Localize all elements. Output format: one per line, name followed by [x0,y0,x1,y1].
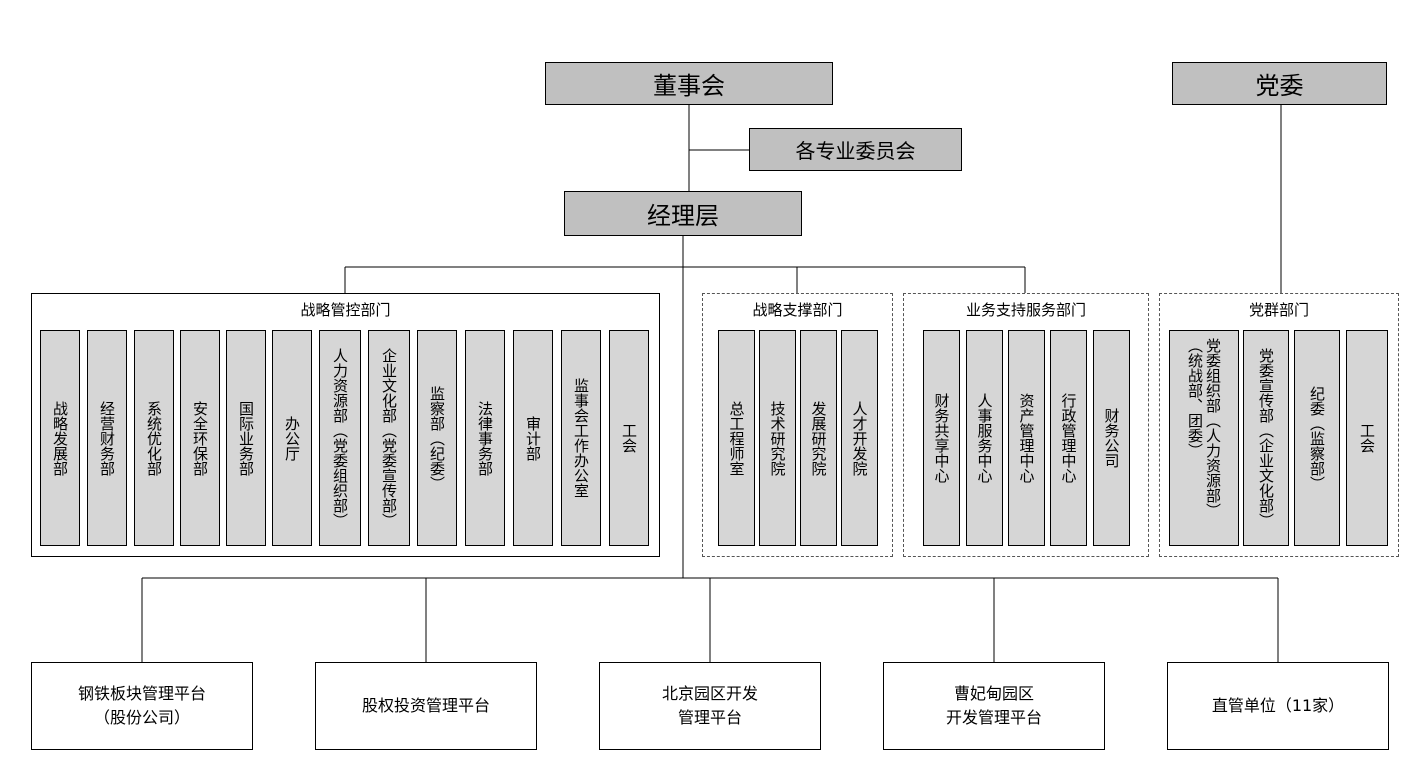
board-box: 董事会 [545,62,833,105]
dept-label: 审计部 [524,415,542,461]
dept-label: 监察部（纪委） [428,385,446,491]
group-label: 战略管控部门 [300,301,391,319]
dept-box: 财务公司 [1093,330,1130,546]
dept-box: 党委宣传部（企业文化部） [1243,330,1289,546]
management-label: 经理层 [647,202,719,230]
platform-box: 北京园区开发 管理平台 [599,662,821,750]
group-strategic-control: 战略管控部门 战略发展部 经营财务部 系统优化部 安全环保部 国际业务部 办公厅… [31,293,660,557]
dept-box: 财务共享中心 [923,330,960,546]
group-label: 战略支撑部门 [752,301,843,319]
platform-label: 直管单位（11家） [1211,696,1345,715]
dept-box: 法律事务部 [465,330,505,546]
dept-box: 资产管理中心 [1008,330,1045,546]
dept-box: 人力资源部（党委组织部） [319,330,361,546]
dept-label: 监事会工作办公室 [572,378,590,498]
dept-label: 人事服务中心 [975,393,994,483]
dept-label: 发展研究院 [809,400,828,476]
dept-box: 人事服务中心 [966,330,1003,546]
dept-label: 党委组织部（人力资源部）（统战部、团委） [1186,338,1222,518]
dept-box: 审计部 [513,330,553,546]
dept-label: 财务共享中心 [932,393,951,483]
group-label: 业务支持服务部门 [965,301,1086,319]
group-party-mass: 党群部门 党委组织部（人力资源部）（统战部、团委） 党委宣传部（企业文化部） 纪… [1159,293,1399,557]
platform-label: 曹妃甸园区 开发管理平台 [945,684,1042,727]
dept-label: 系统优化部 [145,400,163,476]
group-strategic-support: 战略支撑部门 总工程师室 技术研究院 发展研究院 人才开发院 [702,293,893,557]
dept-label: 工会 [620,423,638,453]
dept-box: 纪委（监察部） [1294,330,1340,546]
platform-label: 股权投资管理平台 [361,696,490,715]
management-box: 经理层 [564,191,802,236]
dept-label: 企业文化部（党委宣传部） [380,348,398,528]
dept-box: 安全环保部 [180,330,220,546]
dept-box: 工会 [609,330,649,546]
board-label: 董事会 [653,72,725,100]
dept-label: 人才开发院 [850,400,869,476]
dept-box: 人才开发院 [841,330,878,546]
dept-box: 系统优化部 [134,330,174,546]
dept-box: 监察部（纪委） [417,330,457,546]
platform-label: 北京园区开发 管理平台 [661,684,758,727]
dept-box: 技术研究院 [759,330,796,546]
dept-box: 总工程师室 [718,330,755,546]
dept-label: 人力资源部（党委组织部） [331,348,349,528]
platform-label: 钢铁板块管理平台 （股份公司） [77,684,206,727]
platform-box: 股权投资管理平台 [315,662,537,750]
committees-box: 各专业委员会 [749,128,962,171]
group-business-support: 业务支持服务部门 财务共享中心 人事服务中心 资产管理中心 行政管理中心 财务公… [903,293,1149,557]
platform-box: 直管单位（11家） [1167,662,1389,750]
dept-label: 总工程师室 [727,400,746,476]
dept-label: 党委宣传部（企业文化部） [1257,348,1275,528]
dept-label: 国际业务部 [237,400,255,476]
dept-label: 行政管理中心 [1059,393,1078,483]
dept-box: 经营财务部 [87,330,127,546]
platform-box: 曹妃甸园区 开发管理平台 [883,662,1105,750]
party-committee-label: 党委 [1255,72,1304,100]
dept-label: 纪委（监察部） [1308,385,1326,491]
dept-label: 法律事务部 [476,400,494,476]
committees-label: 各专业委员会 [795,139,916,163]
dept-label: 战略发展部 [51,400,69,476]
dept-label: 技术研究院 [768,400,787,476]
dept-box: 办公厅 [272,330,312,546]
dept-box: 发展研究院 [800,330,837,546]
dept-box: 党委组织部（人力资源部）（统战部、团委） [1169,330,1239,546]
dept-label: 财务公司 [1102,408,1121,468]
dept-box: 工会 [1346,330,1388,546]
dept-box: 企业文化部（党委宣传部） [368,330,410,546]
dept-label: 资产管理中心 [1017,393,1036,483]
dept-box: 战略发展部 [40,330,80,546]
dept-label: 办公厅 [283,415,301,461]
platform-box: 钢铁板块管理平台 （股份公司） [31,662,253,750]
dept-box: 监事会工作办公室 [561,330,601,546]
dept-box: 行政管理中心 [1050,330,1087,546]
dept-label: 工会 [1358,423,1376,453]
party-committee-box: 党委 [1172,62,1387,105]
group-label: 党群部门 [1248,301,1309,319]
dept-box: 国际业务部 [226,330,266,546]
dept-label: 经营财务部 [98,400,116,476]
dept-label: 安全环保部 [191,400,209,476]
